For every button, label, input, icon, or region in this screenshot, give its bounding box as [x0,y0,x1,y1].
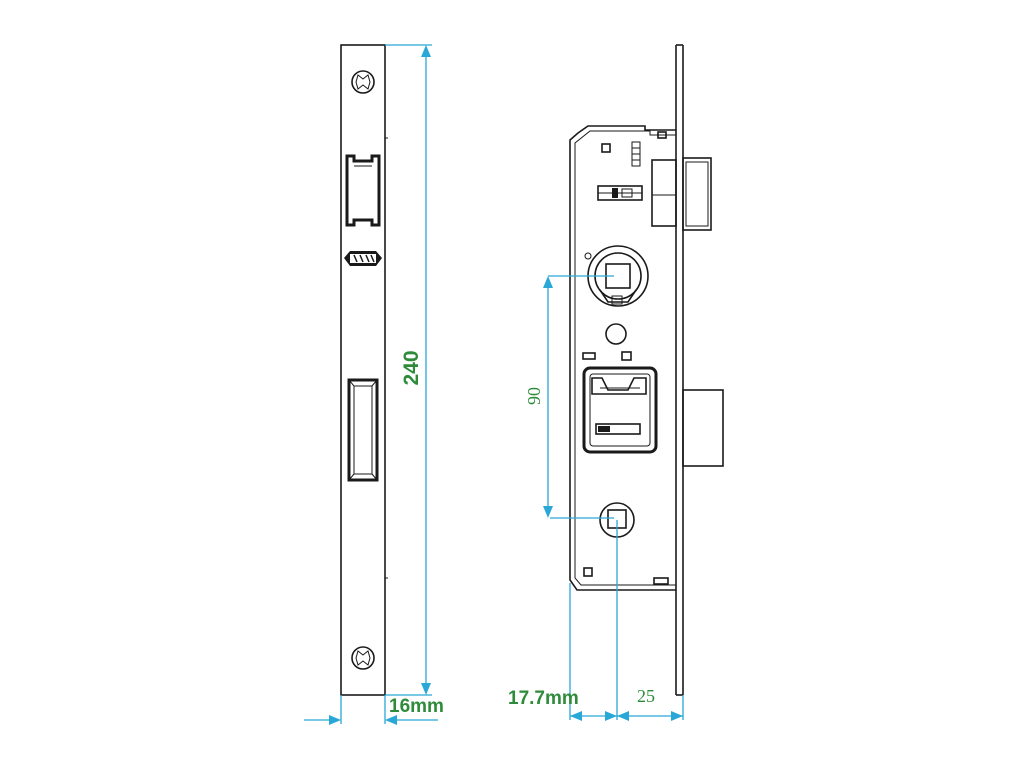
height-label: 240 [400,350,423,385]
case-depth-label: 25 [637,686,655,706]
latch-bolt [651,157,712,231]
bottom-screw-hole [351,646,375,670]
latch-slot [345,154,381,227]
spindle-distance-label: 90 [524,387,544,405]
lock-body-side-view [569,44,724,696]
deadbolt-throw [682,389,724,467]
deadbolt-slot [347,378,379,482]
top-screw-hole [351,70,375,94]
deadbolt-mechanism [582,366,658,454]
brand-badge [344,251,382,266]
lock-case-outline [569,125,676,591]
faceplate-outline [340,44,386,696]
faceplate-front-view [340,44,388,696]
latch-spring [597,185,643,201]
backset-label: 17.7mm [508,688,579,709]
faceplate-width-label: 16mm [389,696,444,717]
pin-hole-top [601,143,611,153]
dimension-lines [304,44,684,725]
round-hole [605,323,627,345]
